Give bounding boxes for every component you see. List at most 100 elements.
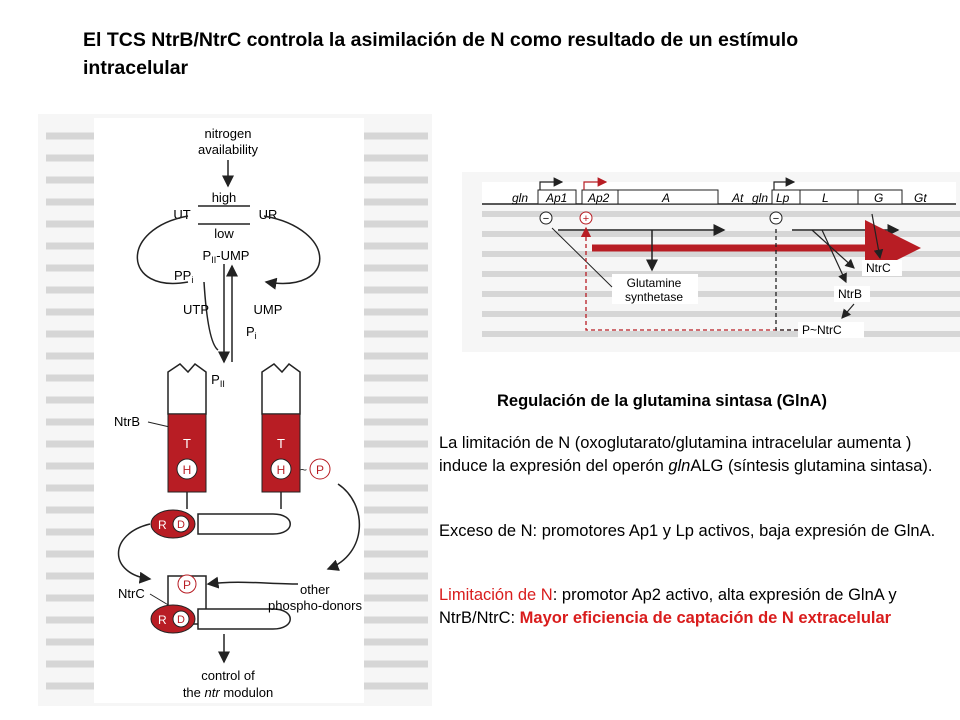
ppi-curve <box>203 281 219 351</box>
lp-repression-mark <box>769 211 783 225</box>
high-label: high <box>212 190 237 205</box>
gene-label-a: A <box>661 191 670 205</box>
ntr-signaling-figure: nitrogen availability high UT UR low PII… <box>38 114 432 706</box>
ntrb-right-transmitter <box>261 413 301 493</box>
ntrb-label: NtrB <box>114 414 140 429</box>
gene-label-lp: Lp <box>776 191 790 205</box>
d-label-top: D <box>177 519 185 531</box>
cycle-left-arc <box>136 215 189 285</box>
ntrc-label-right: NtrC <box>866 261 891 275</box>
gene-label-g: G <box>874 191 883 205</box>
d-label-bottom: D <box>177 614 185 626</box>
pntrc-lp-dashed <box>775 228 798 331</box>
ut-label: UT <box>173 207 190 222</box>
ntrc-product-arrow <box>811 229 855 269</box>
phosphate-circle-top <box>309 458 331 480</box>
paragraph1-text-b: ALG (síntesis glutamina sintasa). <box>690 457 933 475</box>
cycle-right-arc <box>263 215 321 290</box>
gene-box-ap1 <box>537 189 577 205</box>
h-label-left: H <box>183 463 192 477</box>
ntrc-output-top <box>197 513 291 535</box>
gln-operon-diagram: gln Ap1 Ap2 A At gln Lp L G Gt − + − Glu… <box>462 172 960 352</box>
tilde-label: ~ <box>300 463 307 477</box>
ntrb-label-box <box>834 286 870 302</box>
lp-minus-label: − <box>773 213 779 225</box>
lp-promoter-arrow <box>773 177 796 190</box>
ntrc-cycle-left <box>117 523 152 584</box>
r-label-top: R <box>158 518 167 532</box>
h-domain-left <box>176 458 198 480</box>
ump-label: UMP <box>254 302 283 317</box>
p-label-top: P <box>316 463 324 477</box>
d-domain-bottom <box>172 610 190 628</box>
low-label: low <box>214 226 234 241</box>
t-label-right: T <box>277 436 285 451</box>
r-label-bottom: R <box>158 613 167 627</box>
pi-label: Pi <box>246 324 257 341</box>
nitrogen-label: nitrogen <box>205 126 252 141</box>
pii-label: PII <box>211 372 225 389</box>
gene-label-at: At <box>731 191 744 205</box>
ntrb-right-sensor <box>261 362 301 415</box>
paragraph-n-limitation: Limitación de N: promotor Ap2 activo, al… <box>439 584 954 630</box>
ntr-signaling-diagram: nitrogen availability high UT UR low PII… <box>38 114 432 706</box>
gene-label-gln-2: gln <box>752 191 768 205</box>
gene-label-gt: Gt <box>914 191 927 205</box>
ppi-label: PPi <box>174 268 193 285</box>
paragraph-limitation: La limitación de N (oxoglutarato/glutami… <box>439 432 954 478</box>
h-domain-right <box>270 458 292 480</box>
glutamine-label: Glutamine <box>627 276 682 290</box>
ntr-modulon-label: the ntr modulon <box>183 685 273 700</box>
gs-label-box <box>612 274 698 304</box>
d-domain-top <box>172 515 190 533</box>
gene-box-l <box>799 189 859 205</box>
paragraph3-red-text: Limitación de N <box>439 586 553 604</box>
t-label-left: T <box>183 436 191 451</box>
ntrb-left-sensor <box>167 362 207 415</box>
pntrc-label: P~NtrC <box>802 323 842 337</box>
faded-background-lines-right <box>482 211 960 337</box>
pntrc-label-box <box>798 322 864 338</box>
other-label: other <box>300 582 330 597</box>
ap1-repression-mark <box>539 211 553 225</box>
h-label-right: H <box>277 463 286 477</box>
gene-label-l: L <box>822 191 829 205</box>
ntrb-label-right: NtrB <box>838 287 862 301</box>
ap2-activation-mark <box>579 211 593 225</box>
gene-label-gln-1: gln <box>512 191 528 205</box>
other-donors-arrow <box>206 576 299 589</box>
g-product-arrow <box>871 213 884 260</box>
ntrc-label-box <box>862 260 902 276</box>
ntrc-pointer <box>149 593 171 607</box>
ntrc-label: NtrC <box>118 586 145 601</box>
ur-label: UR <box>259 207 278 222</box>
ap2-promoter-arrow <box>583 177 608 190</box>
paragraph1-text-a: La limitación de N (oxoglutarato/glutami… <box>439 434 912 475</box>
gene-box-g <box>857 189 903 205</box>
gene-box-a <box>617 189 719 205</box>
pii-ump-label: PII-UMP <box>203 248 250 265</box>
ap1-promoter-arrow <box>539 177 564 190</box>
gln-operon-figure: gln Ap1 Ap2 A At gln Lp L G Gt − + − Glu… <box>462 172 960 352</box>
ap1-minus-label: − <box>543 213 549 225</box>
availability-label: availability <box>198 142 258 157</box>
figure-caption: Regulación de la glutamina sintasa (GlnA… <box>497 392 828 410</box>
control-of-label: control of <box>201 668 255 683</box>
utp-label: UTP <box>183 302 209 317</box>
ntrc-output-bottom <box>197 608 291 630</box>
ntrb-to-pntrc-arrow <box>841 303 855 319</box>
paragraph1-italic-gln: gln <box>668 457 691 475</box>
synthetase-label: synthetase <box>625 290 683 304</box>
gene-label-ap2: Ap2 <box>587 191 610 205</box>
phosphate-circle-bottom <box>177 574 197 594</box>
p-label-bottom: P <box>183 578 191 592</box>
ap2-plus-label: + <box>583 213 589 225</box>
paragraph3-bold-red-text: Mayor eficiencia de captación de N extra… <box>519 609 892 627</box>
pntrc-activation-dashed <box>580 226 798 331</box>
slide-title: El TCS NtrB/NtrC controla la asimilación… <box>83 29 799 79</box>
ntrb-product-arrow <box>821 229 847 284</box>
gs-feedback-line <box>551 227 613 288</box>
diagram-panel <box>94 118 364 703</box>
paragraph3-text: : promotor Ap2 activo, alta expresión de… <box>439 586 897 627</box>
ntrb-left-transmitter <box>167 413 207 493</box>
